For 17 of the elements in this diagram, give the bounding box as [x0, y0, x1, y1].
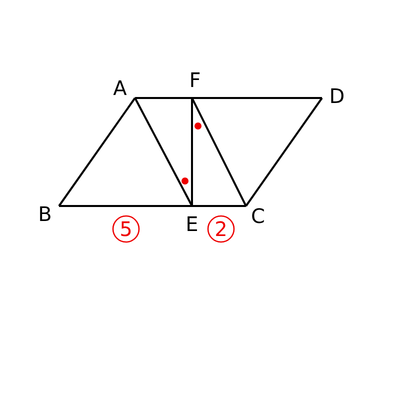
line-segment [58, 97, 136, 207]
vertex-label: D [329, 86, 345, 106]
circled-number: 2 [207, 215, 235, 243]
line-segment [245, 97, 323, 207]
vertex-label: B [38, 204, 52, 224]
line-segment [135, 97, 192, 99]
vertex-label: F [189, 70, 201, 90]
line-segment [192, 97, 322, 99]
line-segment [191, 98, 193, 206]
line-segment [192, 205, 246, 207]
vertex-label: A [113, 78, 127, 98]
vertex-label: C [251, 206, 265, 226]
line-segment [191, 98, 247, 206]
circled-number: 5 [112, 215, 140, 243]
line-segment [59, 205, 192, 207]
line-segment [134, 98, 193, 206]
vertex-label: E [186, 214, 198, 234]
